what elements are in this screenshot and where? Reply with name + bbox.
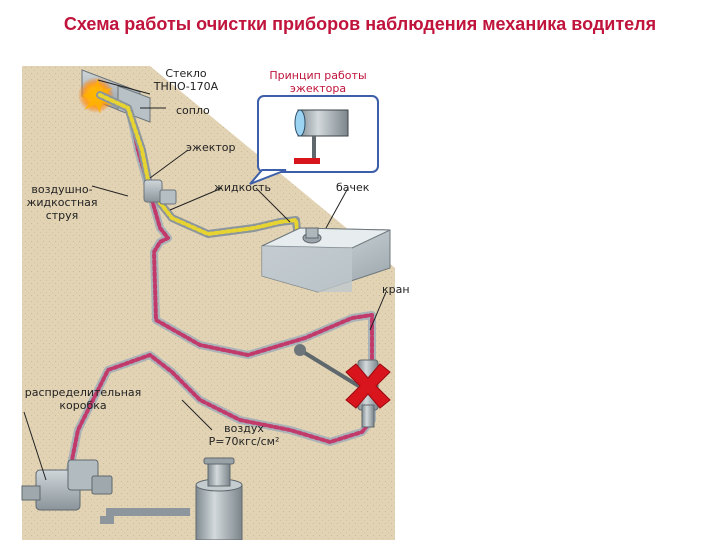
liquid-line [96,91,302,244]
ejector-principle-label: Принцип работы эжектора [252,69,384,95]
page-title: Схема работы очистки приборов наблюдения… [63,14,657,34]
glass-label: Стекло ТНПО-170А [146,67,226,93]
ejector-principle-callout [249,95,379,185]
liquid-label: жидкость [214,181,271,194]
valve-cross-mark [345,363,391,409]
glass-label-line2: ТНПО-170А [153,80,219,93]
air-cylinder [195,457,243,540]
valve-label: кран [382,283,410,296]
air-line1: воздух [224,422,264,435]
fluid-tank [261,227,391,293]
air-pressure-label: воздух P=70кгс/см² [202,422,286,448]
distribution-line2: коробка [59,399,107,412]
nozzle-label: сопло [176,104,210,117]
air-line2: P=70кгс/см² [208,435,280,448]
leader-lines [23,79,387,481]
air-liquid-jet-label: воздушно- жидкостная струя [24,183,100,222]
ejector-body [143,179,177,205]
ejector-principle-line2: эжектора [289,82,347,95]
distribution-box-label: распределительная коробка [22,386,144,412]
air-line [66,108,376,474]
air-liquid-line3: струя [45,209,79,222]
ejector-principle-line1: Принцип работы [269,69,367,82]
distribution-box [21,459,190,524]
tank-label: бачек [336,181,370,194]
air-liquid-line2: жидкостная [26,196,98,209]
ejector-label: эжектор [186,141,236,154]
air-liquid-line1: воздушно- [31,183,93,196]
glass-label-line1: Стекло [165,67,207,80]
distribution-line1: распределительная [24,386,142,399]
